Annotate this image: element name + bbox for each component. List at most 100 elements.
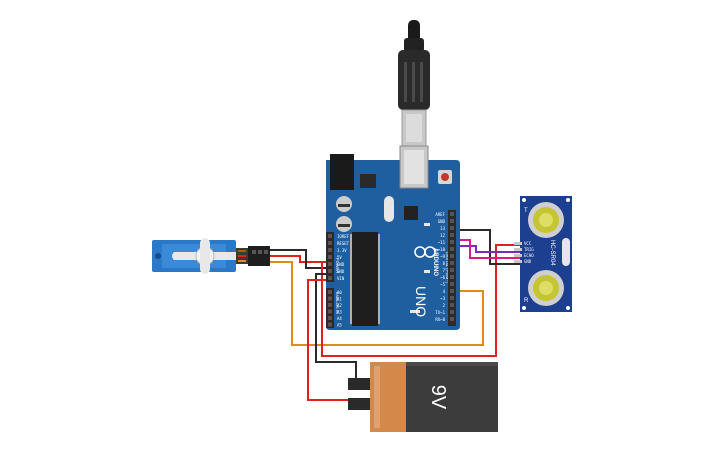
servo-motor[interactable] — [152, 238, 270, 274]
digital-pin-9[interactable] — [450, 275, 454, 279]
pin-label: A2 — [337, 303, 342, 308]
wire-sensor-gnd — [458, 229, 520, 265]
digital-pin-3[interactable] — [450, 233, 454, 237]
pin-label: 4 — [443, 289, 446, 294]
atmega-chip — [352, 232, 378, 326]
wire-servo-gnd — [270, 249, 330, 269]
pin-label: GND — [337, 269, 345, 274]
digital-label: DIGITAL (PWM~) — [445, 252, 450, 284]
analog-pin-1[interactable] — [328, 296, 332, 301]
servo-horn[interactable] — [172, 238, 238, 274]
sensor-model: HC-SR04 — [549, 240, 555, 266]
pin-label: 8 — [443, 261, 446, 266]
pin-label: 12 — [440, 233, 445, 238]
pin-label: 3.3V — [337, 248, 347, 253]
pin-label: ~6 — [440, 275, 445, 280]
pin-label: TX→1 — [435, 310, 445, 315]
digital-pin-11[interactable] — [450, 289, 454, 293]
pin-label: ~3 — [440, 296, 445, 301]
arduino-model: UNO — [413, 286, 429, 317]
wire-gnd-bus — [315, 273, 357, 385]
pin-label: AREF — [435, 212, 445, 217]
analog-header[interactable] — [326, 288, 334, 328]
receiver-transducer — [528, 270, 564, 306]
pin-label: ~9 — [440, 254, 445, 259]
wire-servo-signal — [270, 261, 484, 346]
pin-label: GND — [337, 262, 345, 267]
analog-pin-3[interactable] — [328, 309, 332, 314]
power-pin-4[interactable] — [328, 262, 332, 266]
arduino-uno-board[interactable]: ARDUINO UNO DIGITAL (PWM~) POWER ANALOG … — [326, 145, 460, 330]
power-pin-0[interactable] — [328, 234, 332, 238]
analog-pin-5[interactable] — [328, 322, 332, 327]
sensor-pin-label: TRIG — [524, 247, 534, 252]
pin-label: ~10 — [438, 247, 446, 252]
power-pin-1[interactable] — [328, 241, 332, 245]
digital-pin-1[interactable] — [450, 219, 454, 223]
analog-label: ANALOG IN — [335, 292, 340, 314]
power-pin-5[interactable] — [328, 269, 332, 273]
pin-label: GND — [438, 219, 446, 224]
digital-pin-13[interactable] — [450, 303, 454, 307]
digital-pin-12[interactable] — [450, 296, 454, 300]
pin-label: 13 — [440, 226, 445, 231]
analog-pin-0[interactable] — [328, 290, 332, 294]
sensor-pin-vcc[interactable] — [514, 242, 522, 245]
pin-label: A1 — [337, 297, 342, 302]
pin-label: ~5 — [440, 282, 445, 287]
digital-pin-8[interactable] — [450, 268, 454, 272]
power-pin-2[interactable] — [328, 248, 332, 252]
sensor-pin-label: ECHO — [524, 253, 534, 258]
pin-label: RX←0 — [435, 317, 445, 322]
pin-label: 7 — [443, 268, 446, 273]
sensor-pin-label: GND — [524, 259, 532, 264]
sensor-pin-echo[interactable] — [514, 254, 522, 257]
pin-label: A4 — [337, 316, 342, 321]
digital-pin-0[interactable] — [450, 212, 454, 216]
sensor-pin-gnd[interactable] — [514, 260, 522, 263]
wire-battery-vin — [307, 279, 356, 401]
arduino-brand: ARDUINO — [432, 248, 438, 276]
pin-label: RESET — [337, 241, 350, 246]
power-pin-3[interactable] — [328, 255, 332, 259]
power-jack — [330, 154, 354, 190]
power-label: POWER — [335, 258, 340, 273]
battery-voltage: 9V — [427, 385, 449, 410]
digital-pin-5[interactable] — [450, 247, 454, 251]
wire-sensor-echo — [458, 239, 520, 259]
servo-connector[interactable] — [248, 246, 270, 266]
sensor-pin-label: VCC — [524, 241, 532, 246]
chip-socket-left — [350, 234, 352, 324]
pin-label: VIN — [337, 276, 345, 281]
pin-label: 2 — [443, 303, 446, 308]
pin-label: ~11 — [438, 240, 446, 245]
digital-pin-14[interactable] — [450, 310, 454, 314]
digital-pin-7[interactable] — [450, 261, 454, 265]
wire-5v-bus — [321, 244, 520, 357]
wires — [270, 229, 520, 401]
wire-servo-vcc — [270, 255, 330, 263]
pin-label: A3 — [337, 310, 342, 315]
analog-pin-4[interactable] — [328, 316, 332, 320]
digital-pin-2[interactable] — [450, 226, 454, 230]
digital-pin-10[interactable] — [450, 282, 454, 286]
wire-sensor-trig — [458, 245, 520, 253]
sensor-mark-r: R — [524, 298, 529, 304]
usb-cable[interactable] — [398, 20, 430, 147]
sensor-mark-t: T — [524, 208, 528, 214]
digital-pin-15[interactable] — [450, 317, 454, 321]
pin-label: A5 — [337, 323, 342, 328]
power-pin-6[interactable] — [328, 276, 332, 280]
battery-9v[interactable]: 9V — [348, 362, 498, 432]
pin-label: 5V — [337, 255, 342, 260]
pin-label: IOREF — [337, 234, 350, 239]
digital-pin-6[interactable] — [450, 254, 454, 258]
sensor-pin-trig[interactable] — [514, 248, 522, 251]
arduino-logo — [414, 246, 436, 258]
pin-label: A0 — [337, 290, 342, 295]
transmitter-transducer — [528, 202, 564, 238]
analog-pin-2[interactable] — [328, 303, 332, 307]
digital-pin-4[interactable] — [450, 240, 454, 244]
